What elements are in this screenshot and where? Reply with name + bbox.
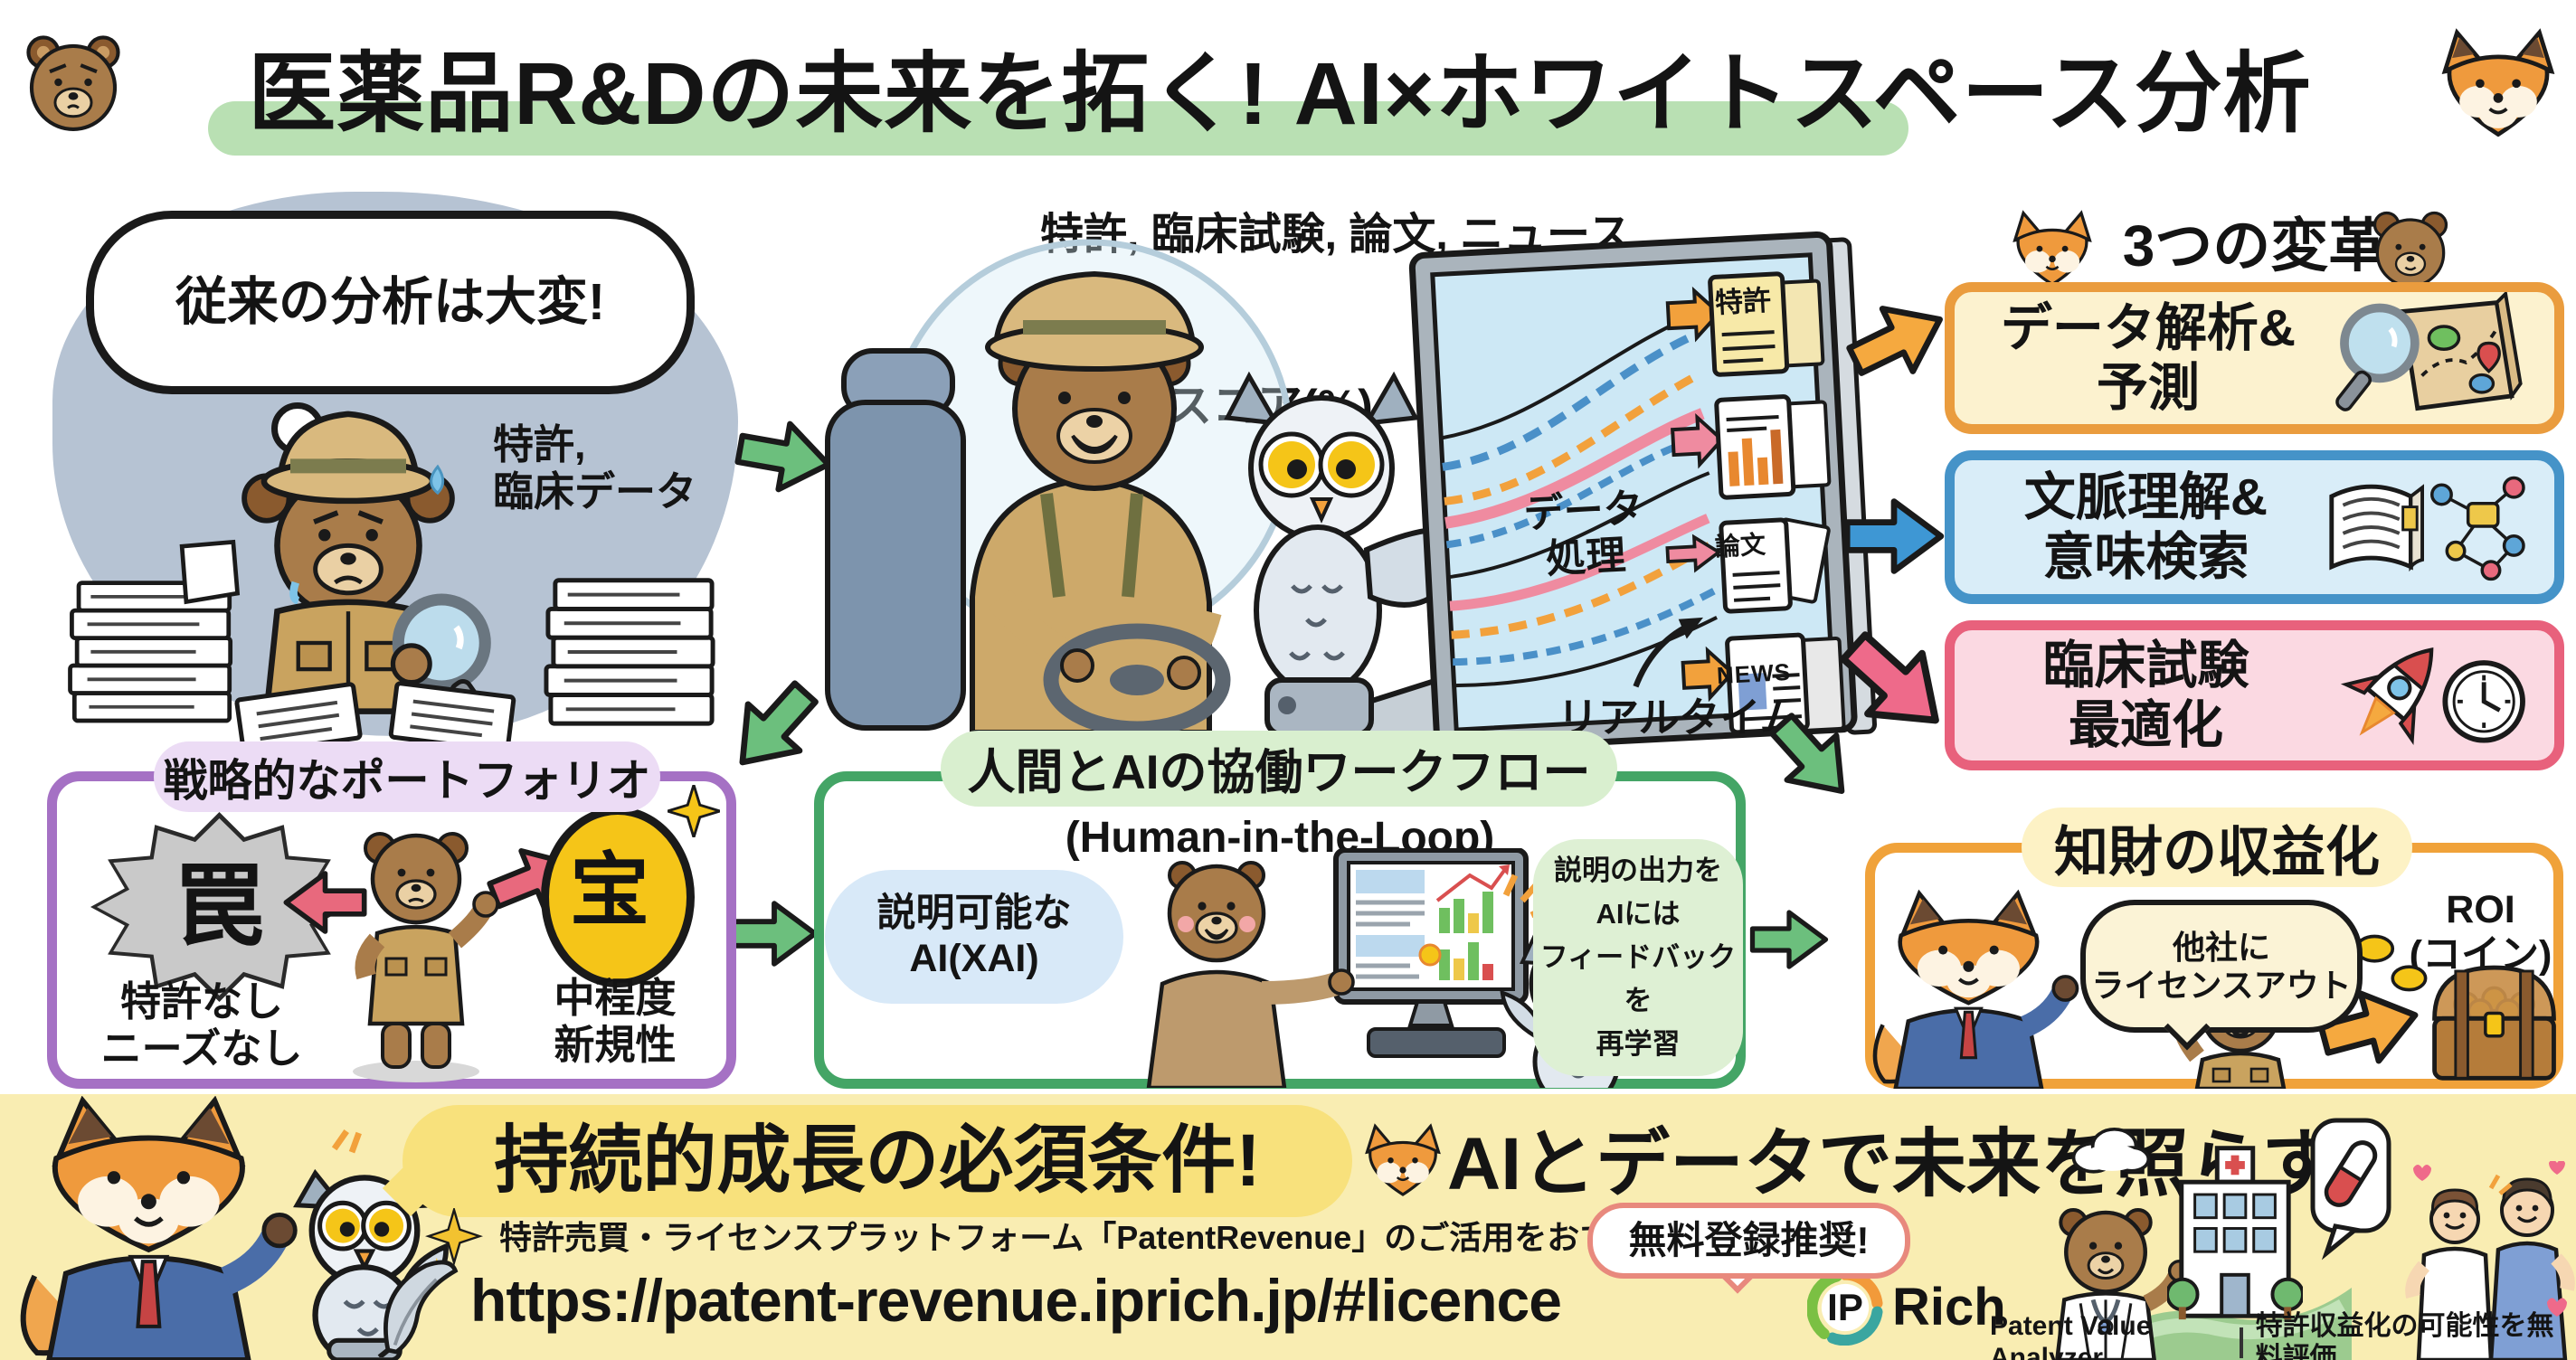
green-arrow-icon <box>739 680 819 766</box>
footer-separator <box>2240 1327 2243 1358</box>
banner-fox-illustration <box>20 1096 298 1360</box>
fox-suit-illustration <box>1872 889 2079 1089</box>
loose-sheet-icon <box>179 539 241 605</box>
fox-face-icon <box>2441 28 2555 137</box>
trap-label: 特許なし ニーズなし <box>100 978 303 1072</box>
banner-url: https://patent-revenue.iprich.jp/#licenc… <box>470 1267 1562 1334</box>
portfolio-header: 戦略的なポートフォリオ <box>154 741 660 812</box>
magnifier-map-icon <box>2335 292 2523 411</box>
license-bubble: 他社に ライセンスアウト <box>2080 900 2363 1033</box>
feedback-bubble: 説明の出力を AIには フィードバックを 再学習 <box>1533 839 1743 1076</box>
page-title: 医薬品R&Dの未来を拓く! AI×ホワイトスペース分析 <box>248 43 2312 143</box>
red-arrow-icon <box>283 871 367 934</box>
doctor-bear-illustration <box>2055 1207 2189 1360</box>
transform-box-analysis: データ解析& 予測 <box>1945 282 2564 434</box>
transform-box-context: 文脈理解& 意味検索 <box>1945 450 2564 604</box>
headline-highlight <box>402 1105 1352 1217</box>
hospital-icon <box>2167 1146 2303 1320</box>
paper-stack-icon <box>68 581 233 723</box>
data-processing-label: データ 処理 <box>1522 486 1644 582</box>
xai-bubble: 説明可能な AI(XAI) <box>825 870 1123 1004</box>
cockpit-illustration <box>825 239 1506 760</box>
data-screen-illustration <box>1408 231 1877 753</box>
iprich-logo-ip: IP <box>1827 1285 1863 1328</box>
transform-box-context-label: 文脈理解& 意味検索 <box>2023 468 2268 586</box>
pink-arrow-icon <box>1840 631 1939 724</box>
title-underline <box>208 101 1908 156</box>
quill-icon <box>377 1260 459 1357</box>
rocket-clock-icon <box>2340 647 2525 745</box>
footer-caption: Patent Value Analyzer 特許収益化の可能性を無料評価 <box>1990 1311 2576 1360</box>
blue-arrow-icon <box>1843 498 1945 574</box>
transform-box-clinical-label: 臨床試験 最適化 <box>2042 636 2249 754</box>
footer-right-text: 特許収益化の可能性を無料評価 <box>2255 1311 2554 1360</box>
banner-promo: 特許売買・ライセンスプラットフォーム「PatentRevenue」のご活用をおす… <box>499 1219 1705 1256</box>
monetize-header: 知財の収益化 <box>2022 808 2412 887</box>
realtime-label: リアルタイム <box>1558 694 1801 741</box>
transforms-header: 3つの変革 <box>2122 212 2387 279</box>
green-arrow-icon <box>734 420 831 493</box>
capsule-bubble-icon <box>2310 1118 2391 1261</box>
treasure-label: 中程度 新規性 <box>554 975 677 1069</box>
green-arrow-icon <box>731 901 818 967</box>
paper-stack-icon <box>544 578 715 726</box>
doc-patent-label: 特許 <box>1714 284 1772 319</box>
fox-face-icon <box>2012 210 2092 287</box>
footer-left-text: Patent Value Analyzer <box>1990 1311 2152 1360</box>
legacy-data-label: 特許, 臨床データ <box>493 421 697 515</box>
orange-arrow-icon <box>1846 306 1943 376</box>
portfolio-bear-illustration <box>353 832 499 1082</box>
legacy-bear-illustration <box>242 411 493 730</box>
treasure-kanji: 宝 <box>569 845 649 935</box>
cloud-icon <box>2071 1128 2151 1174</box>
curve-arrow-icon <box>1633 617 1703 688</box>
green-arrow-icon <box>1768 713 1845 794</box>
treasure-badge-icon <box>541 807 695 987</box>
green-arrow-icon <box>1749 910 1829 969</box>
pink-mini-arrow-icon <box>1665 534 1722 573</box>
legacy-thought-bubble: 従来の分析は大変! <box>86 211 695 394</box>
heart-icon <box>2547 1298 2567 1317</box>
hitl-header: 人間とAIの協働ワークフロー <box>941 731 1617 807</box>
transform-box-analysis-label: データ解析& 予測 <box>2000 298 2297 417</box>
trap-kanji: 罠 <box>174 855 265 958</box>
transform-box-clinical: 臨床試験 最適化 <box>1945 620 2564 770</box>
bear-face-icon <box>26 35 120 131</box>
bear-face-icon <box>2372 211 2448 288</box>
treasure-chest-icon <box>2432 965 2556 1081</box>
sparkle-icon <box>668 785 720 837</box>
coins-icon <box>2354 934 2428 992</box>
book-network-icon <box>2329 476 2525 581</box>
banner-headline-1: 持続的成長の必須条件! <box>494 1119 1261 1203</box>
doc-news-label: NEWS <box>1716 657 1792 690</box>
free-registration-badge: 無料登録推奨! <box>1587 1203 1910 1279</box>
iprich-logo-rich: Rich <box>1892 1278 2006 1336</box>
sparkle-lines-icon <box>331 1129 362 1154</box>
people-illustration <box>2405 1161 2575 1360</box>
orange-arrow-icon <box>2317 990 2419 1064</box>
fox-face-icon <box>1365 1123 1441 1196</box>
